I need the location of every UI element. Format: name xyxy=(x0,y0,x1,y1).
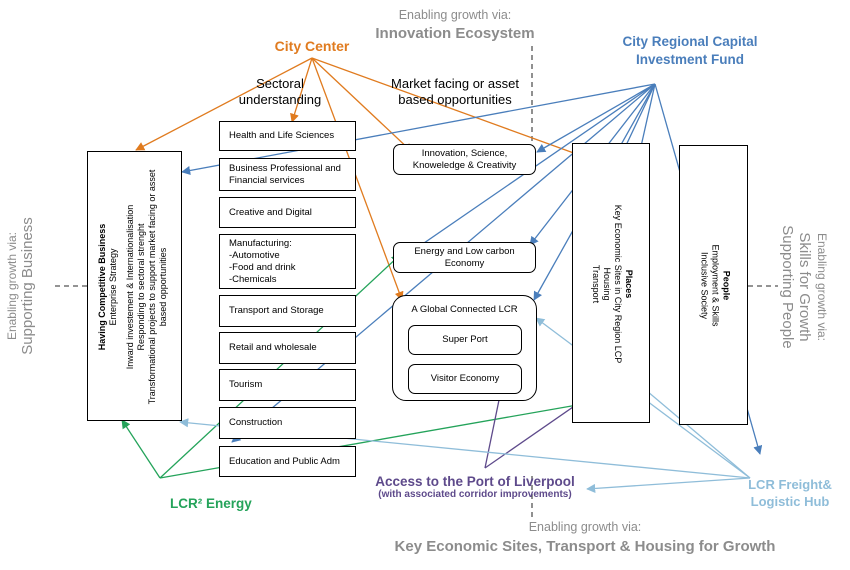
business-subtitle: Enterprise Strategy xyxy=(108,248,118,326)
sector-construction: Construction xyxy=(219,407,356,439)
market-line2: based opportunities xyxy=(398,92,512,107)
right-enabling: Enabling growth via: Skills for Growth S… xyxy=(776,187,834,387)
port-access-label: Access to the Port of Liverpool (with as… xyxy=(360,474,590,500)
business-line2: Responding to sectoral strenght xyxy=(136,223,146,351)
sectoral-line1: Sectoral xyxy=(256,76,304,91)
sector-business-prof: Business Professional and Financial serv… xyxy=(219,158,356,191)
sector-transport: Transport and Storage xyxy=(219,295,356,327)
left-enabling-main: Supporting Business xyxy=(18,217,36,355)
people-line2: Inclusive Society xyxy=(699,251,710,320)
innovation-line1: Innovation, Science, xyxy=(421,147,508,159)
sector-business-line1: Business Professional and xyxy=(229,162,341,174)
business-line3: Transformational projects to support mar… xyxy=(147,169,157,405)
bottom-enabling-main: Key Economic Sites, Transport & Housing … xyxy=(394,538,776,555)
innovation-line2: Knoweledge & Creativity xyxy=(412,159,517,171)
places-line3: Transport xyxy=(591,264,601,304)
capital-fund-label: City Regional Capital Investment Fund xyxy=(610,33,770,69)
lightblue-arrow-port xyxy=(586,477,751,493)
capital-fund-line2: Investment Fund xyxy=(635,52,744,67)
places-text: Places Key Economic Sites in City Region… xyxy=(573,144,651,424)
orange-arrow-global xyxy=(311,57,404,301)
blue-arrow-business xyxy=(181,83,656,175)
people-box: People Employment & Skills Inclusive Soc… xyxy=(679,145,748,425)
top-enabling-pre: Enabling growth via: xyxy=(398,8,512,22)
business-line4: based opportunities xyxy=(158,247,168,327)
people-text: People Employment & Skills Inclusive Soc… xyxy=(681,146,750,426)
places-box: Places Key Economic Sites in City Region… xyxy=(572,143,650,423)
right-enabling-pre: Enabling growth via: xyxy=(815,232,830,342)
innovation-box: Innovation, Science, Knoweledge & Creati… xyxy=(393,144,536,175)
right-enabling-main2: Supporting People xyxy=(779,225,797,349)
visitor-economy-box: Visitor Economy xyxy=(408,364,522,394)
green-arrow-energy xyxy=(159,254,401,479)
bottom-enabling-pre: Enabling growth via: xyxy=(528,520,642,534)
sector-manufacturing-line3: -Food and drink xyxy=(229,261,296,273)
places-line2: Housing xyxy=(602,267,612,301)
port-access-line2: (with associated corridor improvements) xyxy=(378,489,572,500)
city-center-label: City Center xyxy=(274,38,350,54)
orange-arrow-innovation xyxy=(311,57,413,153)
sectoral-line2: understanding xyxy=(238,92,322,107)
orange-arrow-sectors xyxy=(290,57,313,123)
sector-manufacturing-line1: Manufacturing: xyxy=(229,237,292,249)
sector-manufacturing: Manufacturing: -Automotive -Food and dri… xyxy=(219,234,356,289)
right-enabling-main: Skills for Growth xyxy=(796,232,814,342)
orange-arrow-business xyxy=(135,57,313,151)
super-port-box: Super Port xyxy=(408,325,522,355)
green-arrow-business xyxy=(121,419,161,479)
sector-business-line2: Financial services xyxy=(229,174,305,186)
people-line1: Employment & Skills xyxy=(710,244,721,327)
people-title: People xyxy=(721,270,732,301)
sectoral-label: Sectoral understanding xyxy=(225,76,335,108)
lcr-energy-label: LCR² Energy xyxy=(170,496,252,511)
left-enabling: Enabling growth via: Supporting Business xyxy=(0,186,41,386)
places-line1: Key Economic Sites in City Region LCP xyxy=(613,204,623,364)
freight-line1: LCR Freight& xyxy=(748,477,832,492)
freight-line2: Logistic Hub xyxy=(750,494,830,509)
port-access-line1: Access to the Port of Liverpool xyxy=(375,474,575,489)
market-label: Market facing or asset based opportuniti… xyxy=(375,76,535,108)
capital-fund-line1: City Regional Capital xyxy=(622,34,758,49)
sector-retail: Retail and wholesale xyxy=(219,332,356,364)
global-label: A Global Connected LCR xyxy=(411,304,518,315)
left-enabling-pre: Enabling growth via: xyxy=(4,231,19,341)
market-line1: Market facing or asset xyxy=(391,76,519,91)
sector-health: Health and Life Sciences xyxy=(219,121,356,151)
sector-tourism: Tourism xyxy=(219,369,356,401)
sector-education: Education and Public Adm xyxy=(219,446,356,477)
freight-label: LCR Freight& Logistic Hub xyxy=(735,476,845,510)
places-title: Places xyxy=(624,269,634,299)
business-box: Having Competitive Business Enterprise S… xyxy=(87,151,182,421)
sector-manufacturing-line4: -Chemicals xyxy=(229,273,277,285)
business-title: Having Competitive Business xyxy=(97,223,107,351)
business-text: Having Competitive Business Enterprise S… xyxy=(88,152,178,422)
blue-arrow-innovation xyxy=(536,83,656,153)
energy-line2: Economy xyxy=(444,257,485,269)
orange-arrow-places xyxy=(311,57,583,158)
energy-box: Energy and Low carbon Economy xyxy=(393,242,536,273)
top-enabling-main: Innovation Ecosystem xyxy=(375,25,535,42)
sector-manufacturing-line2: -Automotive xyxy=(229,249,280,261)
business-line1: Inward investement & Internationalisatio… xyxy=(125,204,135,370)
energy-line1: Energy and Low carbon xyxy=(414,245,515,257)
sector-creative: Creative and Digital xyxy=(219,197,356,228)
